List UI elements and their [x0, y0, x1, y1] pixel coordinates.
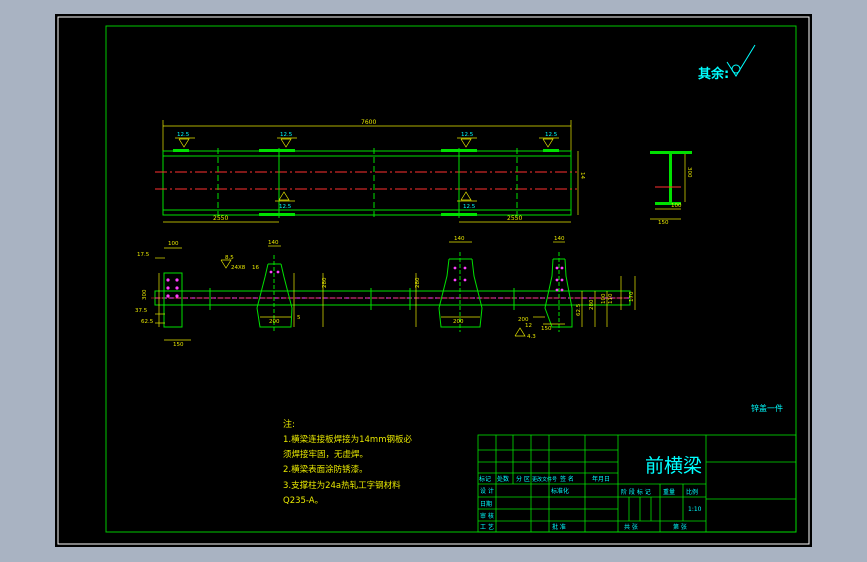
drawing-frame — [105, 25, 797, 533]
tb-label: 工 艺 — [480, 523, 494, 531]
dim-label: 200 — [269, 319, 280, 325]
dim-label: 12 — [525, 323, 532, 329]
section-view: 300 100 150 — [650, 151, 692, 226]
dim-label: 62.5 — [576, 303, 582, 316]
weld-label: 12.5 — [545, 132, 558, 138]
dim-label: 17.5 — [137, 252, 150, 258]
dim-label: 280 — [415, 277, 421, 288]
dim-beam-thickness: 14 — [579, 172, 585, 179]
tb-label: 年月日 — [592, 475, 610, 483]
notes-heading: 注: — [283, 418, 295, 430]
dim-label: 37.5 — [135, 308, 148, 314]
note-line: 须焊接牢固，无虚焊。 — [283, 449, 368, 460]
tb-label: 标记 — [479, 475, 491, 483]
dim-label: 5 — [297, 315, 301, 321]
dim-section-width: 100 — [671, 203, 682, 209]
dim-label: 300 — [142, 289, 148, 300]
dim-overall-length: 7600 — [361, 119, 376, 126]
dim-label: 100 — [168, 241, 179, 247]
title-block — [477, 434, 797, 533]
drawing-title: 前横梁 — [645, 455, 702, 477]
dim-section-height: 300 — [686, 167, 692, 178]
tb-label: 日期 — [480, 500, 492, 508]
weld-size: 8.5 — [225, 255, 234, 261]
surface-finish-text: 其余: — [698, 66, 729, 82]
tb-sheet-no: 第 张 — [673, 523, 687, 531]
weld-label: 12.5 — [463, 204, 476, 210]
tb-label: 分 区 — [516, 475, 530, 483]
tb-label: 标准化 — [551, 487, 569, 495]
tb-label: 阶 段 标 记 — [621, 488, 651, 496]
dim-label: 280 — [322, 277, 328, 288]
dim-label: 110 — [608, 293, 614, 304]
drawing-sheet: 其余: 7600 — [55, 14, 812, 547]
dim-label: 140 — [554, 236, 565, 242]
note-line: Q235-A。 — [283, 496, 323, 506]
outer-border — [57, 16, 810, 545]
corner-note: 锌盖一件 — [751, 403, 783, 413]
note-line: 1.横梁连接板焊接为14mm钢板必 — [283, 434, 412, 445]
weld-label: 12.5 — [280, 132, 293, 138]
dim-section-base: 150 — [658, 220, 669, 226]
dim-label: 200 — [453, 319, 464, 325]
tb-label: 处数 — [497, 475, 509, 483]
dim-left-segment: 2550 — [213, 215, 228, 222]
tb-label: 更改文件号 — [532, 476, 557, 483]
tb-label: 设 计 — [480, 487, 494, 495]
tb-label: 签 名 — [560, 475, 574, 483]
beam-elevation: 7600 12.5 12. — [155, 119, 585, 223]
front-view: 17.5 100 300 37.5 62.5 150 8.5 24X8 16 1… — [135, 236, 636, 348]
tb-sheets: 共 张 — [624, 523, 638, 531]
dim-label: 100 — [601, 293, 607, 304]
note-line: 3.支撑柱为24a热轧工字钢材料 — [283, 480, 401, 491]
weld-size: 16 — [252, 265, 259, 271]
surface-finish-symbol — [726, 44, 756, 77]
tb-label: 审 核 — [480, 512, 494, 520]
cad-drawing: 其余: 7600 — [57, 16, 810, 545]
tb-label: 批 准 — [552, 523, 566, 531]
dim-label: 140 — [268, 240, 279, 246]
weld-label: 12.5 — [461, 132, 474, 138]
weld-spec: 24X8 — [231, 265, 246, 271]
dim-label: 280 — [589, 299, 595, 310]
tb-label: 比例 — [686, 488, 698, 496]
tb-label: 重量 — [663, 488, 675, 496]
note-line: 2.横梁表面涂防锈漆。 — [283, 464, 368, 475]
notes: 注: 1.横梁连接板焊接为14mm钢板必 须焊接牢固，无虚焊。 2.横梁表面涂防… — [283, 418, 412, 506]
dim-right-segment: 2550 — [507, 215, 522, 222]
dim-label: 150 — [541, 326, 552, 332]
dim-label: 170 — [629, 291, 635, 302]
weld-label: 12.5 — [177, 132, 190, 138]
weld-size: 4.3 — [527, 334, 536, 340]
dim-label: 150 — [173, 342, 184, 348]
dim-label: 140 — [454, 236, 465, 242]
weld-label: 12.5 — [279, 204, 292, 210]
dim-label: 62.5 — [141, 319, 154, 325]
tb-scale: 1:10 — [688, 506, 702, 513]
dim-label: 200 — [518, 317, 529, 323]
